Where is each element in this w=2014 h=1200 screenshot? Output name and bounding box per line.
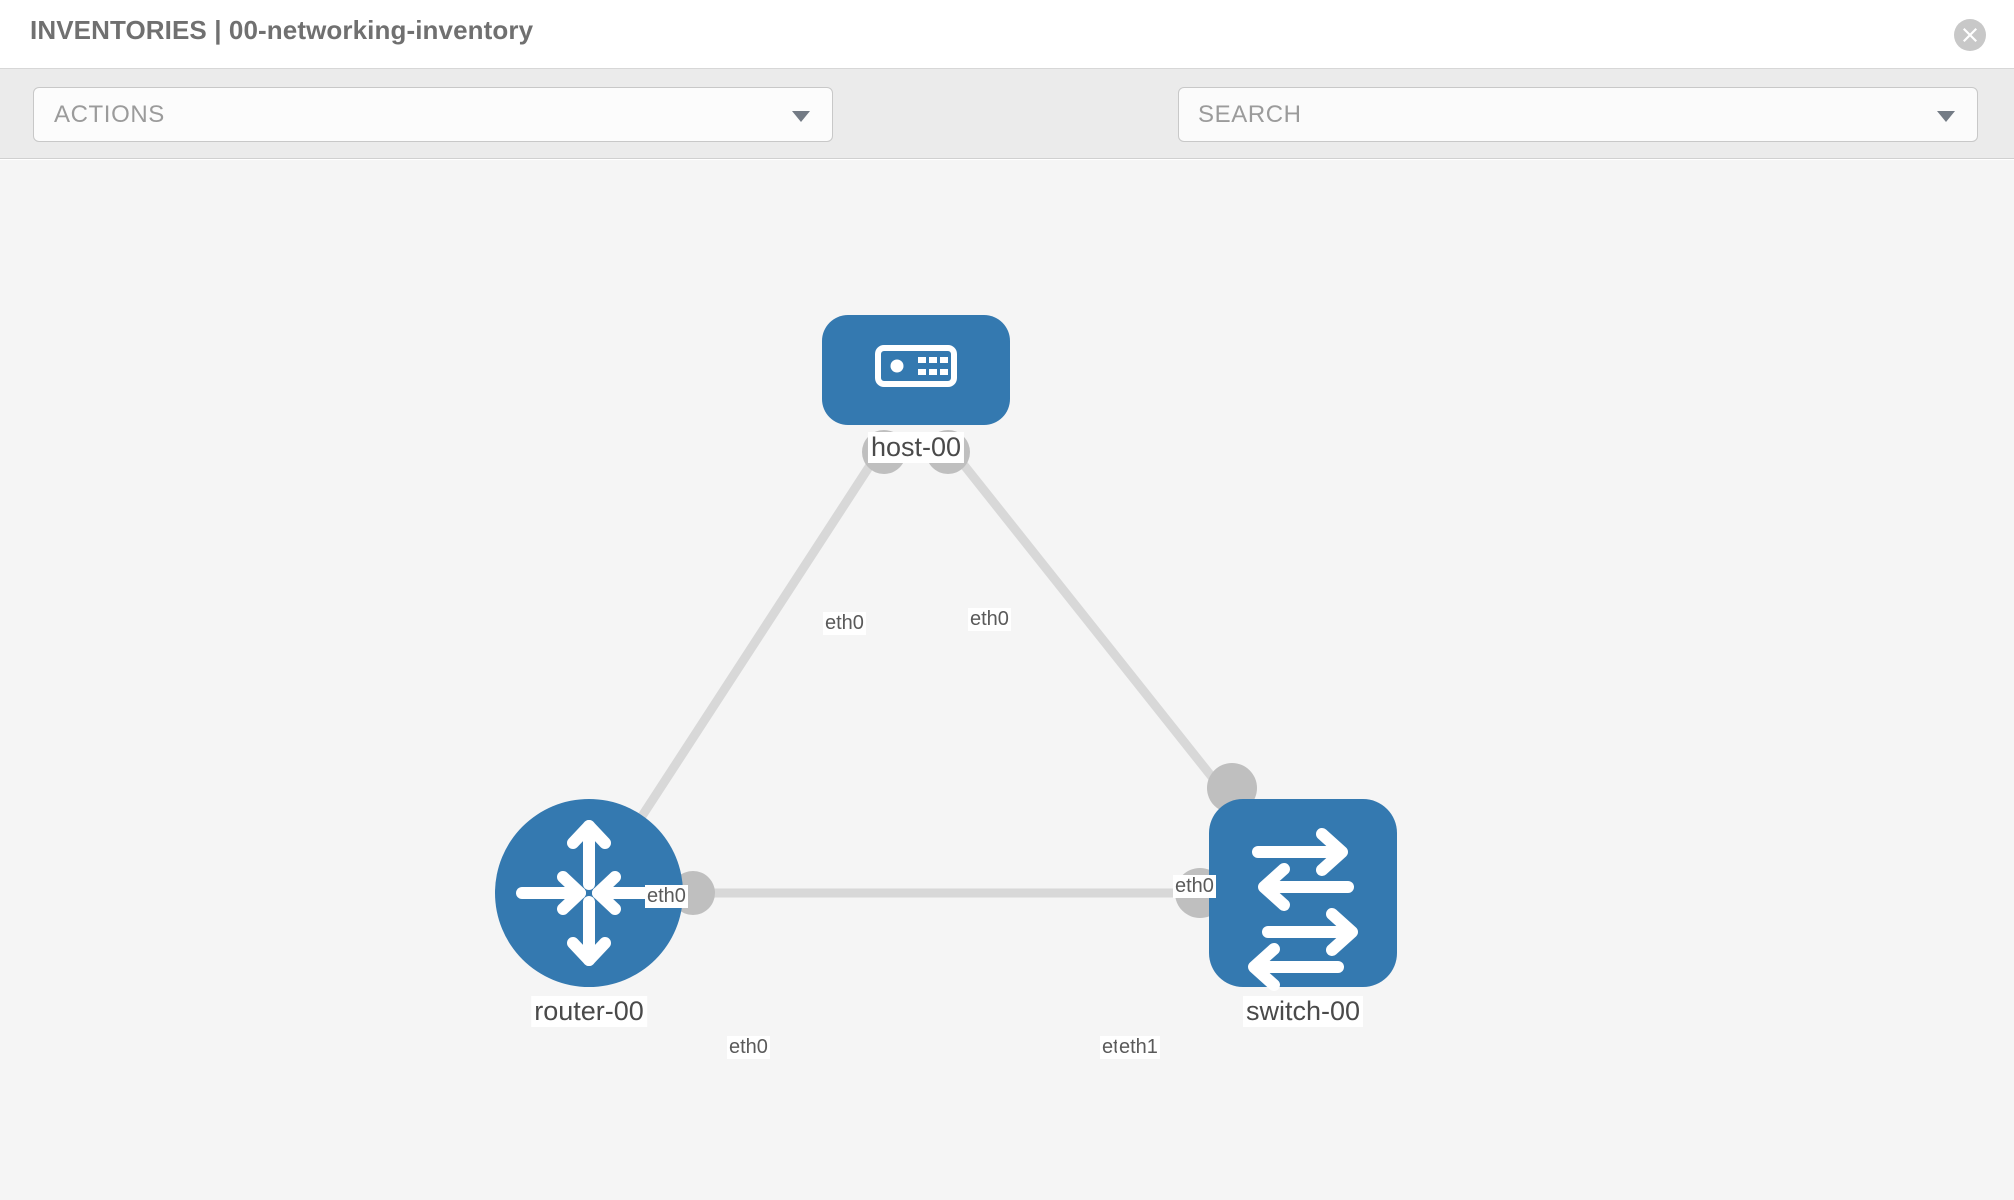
node-label-host-00: host-00 xyxy=(867,432,965,463)
search-input[interactable]: SEARCH xyxy=(1178,87,1978,142)
topology-graph xyxy=(495,315,1397,991)
edge-label-router00-eth0-uplink: eth0 xyxy=(645,885,688,908)
actions-dropdown[interactable]: ACTIONS xyxy=(33,87,833,142)
node-label-switch-00: switch-00 xyxy=(1242,996,1364,1027)
edge-label-router00-eth0: eth0 xyxy=(727,1036,770,1059)
switch-arrows-icon xyxy=(1248,828,1358,991)
topology-edges xyxy=(616,447,1274,898)
page-title: INVENTORIES | 00-networking-inventory xyxy=(30,15,534,45)
topology-toolbar: ACTIONS SEARCH xyxy=(0,69,2014,198)
chevron-down-icon xyxy=(1937,111,1955,122)
topology-connectors xyxy=(671,430,1257,918)
search-placeholder: SEARCH xyxy=(1198,101,1302,128)
edge-label-host00-eth0-left: eth0 xyxy=(823,612,866,635)
router-arrows-icon xyxy=(516,820,662,966)
page-header: INVENTORIES | 00-networking-inventory xyxy=(0,0,2014,69)
node-host-00[interactable] xyxy=(822,315,1010,425)
server-appliance-icon xyxy=(875,345,957,387)
node-label-router-00: router-00 xyxy=(531,996,647,1027)
edge-label-switch00-eth1: eth1 xyxy=(1117,1036,1160,1059)
close-icon[interactable] xyxy=(1954,19,1986,51)
edge-host00-router00[interactable] xyxy=(616,447,884,853)
edge-label-switch00-eth0-uplink: eth0 xyxy=(1173,875,1216,898)
node-router-00[interactable] xyxy=(495,799,683,987)
actions-dropdown-label: ACTIONS xyxy=(54,101,165,128)
edge-label-host00-eth0-right: eth0 xyxy=(968,608,1011,631)
topology-canvas[interactable]: host-00 router-00 switch-00 eth0 eth0 et… xyxy=(0,160,2014,1200)
node-switch-00[interactable] xyxy=(1209,799,1397,991)
chevron-down-icon xyxy=(792,111,810,122)
